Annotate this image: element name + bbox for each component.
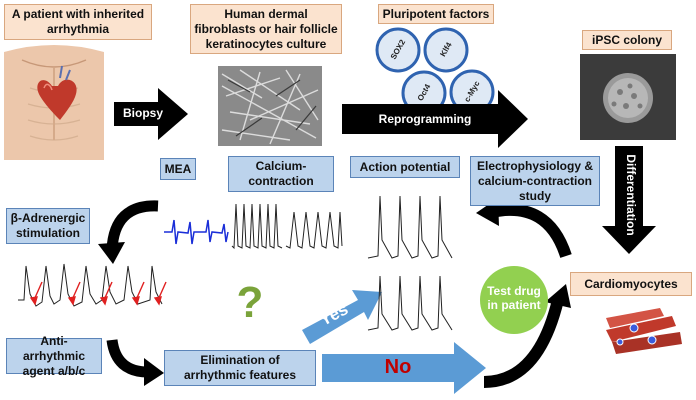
- test-drug-circle: [480, 266, 548, 334]
- reprogramming-label: Reprogramming: [378, 112, 472, 126]
- elimination-box: Elimination of arrhythmic features: [164, 350, 316, 386]
- pluripotent-box: Pluripotent factors: [378, 4, 494, 24]
- electro-box: Electrophysiology & calcium-contraction …: [470, 156, 600, 206]
- curved-arrow-to-cardio: [483, 298, 564, 388]
- curved-arrow-beta: [106, 200, 159, 251]
- cardiomyocytes-image: [606, 308, 682, 354]
- patient-torso-image: [4, 45, 104, 160]
- curved-arrow-antiarr: [106, 339, 149, 378]
- cardiomyocytes-box: Cardiomyocytes: [570, 272, 692, 296]
- calcium-trace-1: [231, 203, 283, 250]
- anti-arrhythmic-box: Anti-arrhythmic agent a/b/c: [6, 334, 102, 378]
- no-arrow: [322, 342, 486, 394]
- mea-trace: [164, 219, 229, 245]
- action-potential-trace: [367, 195, 453, 259]
- arrhythmic-trace: [18, 263, 163, 307]
- curved-arrow-electro: [490, 203, 572, 258]
- factor-circles: [375, 27, 495, 116]
- fibroblast-box: Human dermal fibroblasts or hair follicl…: [190, 4, 342, 54]
- fibroblast-culture-image: [218, 66, 322, 146]
- beta-adrenergic-box: β-Adrenergic stimulation: [6, 208, 90, 244]
- question-mark: ?: [236, 278, 264, 327]
- yes-arrow: [302, 290, 382, 344]
- differentiation-label: Differentiation: [624, 154, 638, 236]
- biopsy-arrow: [114, 88, 188, 140]
- ipsc-box: iPSC colony: [582, 30, 672, 50]
- red-arrows: [29, 281, 167, 306]
- reprogramming-arrow: [342, 90, 528, 148]
- no-label: No: [384, 356, 412, 378]
- mea-box: MEA: [160, 158, 196, 180]
- ipsc-colony-image: [580, 54, 676, 140]
- calcium-trace-2: [285, 211, 343, 249]
- calcium-box: Calcium-contraction: [228, 156, 334, 192]
- differentiation-arrow: [602, 146, 656, 254]
- test-drug-label: Test drug in patient: [487, 284, 541, 312]
- action-potential-box: Action potential: [350, 156, 460, 178]
- biopsy-label: Biopsy: [122, 106, 163, 120]
- normal-trace: [367, 275, 453, 331]
- patient-box: A patient with inherited arrhythmia: [4, 4, 152, 40]
